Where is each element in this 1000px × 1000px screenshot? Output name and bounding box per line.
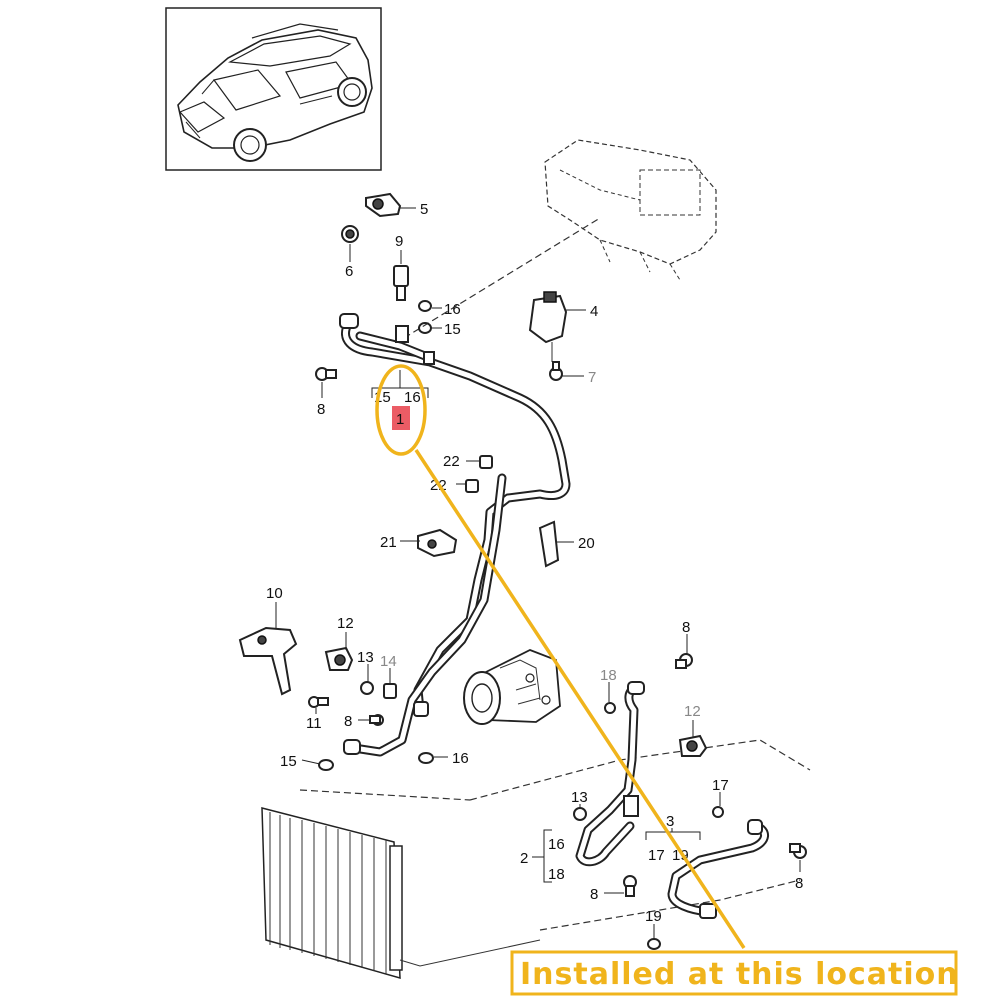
callout-4: 4 — [590, 303, 598, 320]
callout-11: 11 — [306, 715, 322, 732]
callout-9: 9 — [395, 233, 403, 250]
bolt-8-right-top — [675, 653, 693, 669]
o-ring-16-bottom — [418, 752, 434, 764]
main-refrigerant-hose — [339, 313, 571, 757]
bracket-20 — [538, 520, 560, 568]
o-ring-19-bottom — [647, 938, 661, 950]
highlight-ellipse — [375, 364, 427, 456]
callout-21: 21 — [380, 534, 397, 551]
callout-18-mid: 18 — [600, 667, 617, 684]
bolt-8-top — [315, 367, 337, 381]
nut-6 — [341, 225, 359, 243]
callout-13-left: 13 — [357, 649, 374, 666]
nut-13-right — [573, 807, 587, 821]
pipe-assembly-3 — [667, 819, 769, 919]
annotation-box — [510, 950, 958, 996]
vehicle-thumbnail — [165, 7, 382, 171]
o-ring-16-top — [418, 300, 432, 312]
clip-21 — [417, 528, 458, 558]
condenser — [261, 807, 541, 980]
bolt-8-mid — [369, 714, 384, 726]
ac-compressor — [463, 649, 561, 725]
callout-6: 6 — [345, 263, 353, 280]
callout-17-right: 17 — [712, 777, 729, 794]
location-highlight: Installed at this location — [375, 364, 959, 996]
bolt-7 — [549, 361, 563, 381]
callout-19-bottom: 19 — [645, 908, 662, 925]
callout-16-group: 16 — [548, 836, 565, 853]
leader-lines — [275, 207, 801, 938]
suv-vehicle-icon — [177, 23, 373, 162]
bolt-8-right — [789, 843, 807, 859]
callout-17-group: 17 — [648, 847, 665, 864]
callout-12-right: 12 — [684, 703, 701, 720]
callout-15-bottom: 15 — [280, 753, 297, 770]
pressure-sensor-9 — [393, 265, 409, 301]
callout-15-top: 15 — [444, 321, 461, 338]
callout-8-right-top: 8 — [682, 619, 690, 636]
callout-8-mid: 8 — [344, 713, 352, 730]
callout-20: 20 — [578, 535, 595, 552]
pipe-assembly-2 — [575, 681, 645, 867]
callout-8-top: 8 — [317, 401, 325, 418]
callout-8-bottom: 8 — [590, 886, 598, 903]
highlight-pointer-line — [414, 449, 746, 949]
clamp-5 — [365, 192, 402, 218]
bolt-8-bottom — [623, 875, 637, 897]
o-ring-17-right — [712, 806, 724, 818]
annotation-text: Installed at this location — [520, 957, 959, 992]
cap-22-upper — [479, 455, 493, 469]
bolt-11 — [308, 696, 329, 708]
o-ring-15-bottom — [318, 759, 334, 771]
callout-13-right: 13 — [571, 789, 588, 806]
callout-16-mid: 16 — [404, 389, 421, 406]
bracket-10 — [238, 626, 298, 696]
callout-12-left: 12 — [337, 615, 354, 632]
evaporator-housing — [544, 139, 717, 281]
callout-1: 1 — [396, 411, 404, 428]
callout-22-upper: 22 — [443, 453, 460, 470]
callout-labels: 5 6 9 16 15 4 7 8 15 16 1 22 22 21 20 10… — [266, 201, 803, 925]
callout-3: 3 — [666, 813, 674, 830]
cap-22-lower — [465, 479, 479, 493]
o-ring-15-top — [418, 322, 432, 334]
callout-10: 10 — [266, 585, 283, 602]
bracket-12-left — [324, 646, 354, 671]
callout-5: 5 — [420, 201, 428, 218]
callout-16-top: 16 — [444, 301, 461, 318]
part-1-marker — [392, 406, 410, 430]
callout-14: 14 — [380, 653, 397, 670]
nut-13-left — [360, 681, 374, 695]
bracket-12-right — [678, 734, 708, 757]
callout-8-right: 8 — [795, 875, 803, 892]
callout-16-bottom: 16 — [452, 750, 469, 767]
sleeve-14 — [383, 683, 397, 699]
callout-2: 2 — [520, 850, 528, 867]
o-ring-18-mid — [604, 702, 616, 714]
callout-18-group: 18 — [548, 866, 565, 883]
callout-7: 7 — [588, 369, 596, 386]
bracket-4 — [528, 291, 568, 362]
